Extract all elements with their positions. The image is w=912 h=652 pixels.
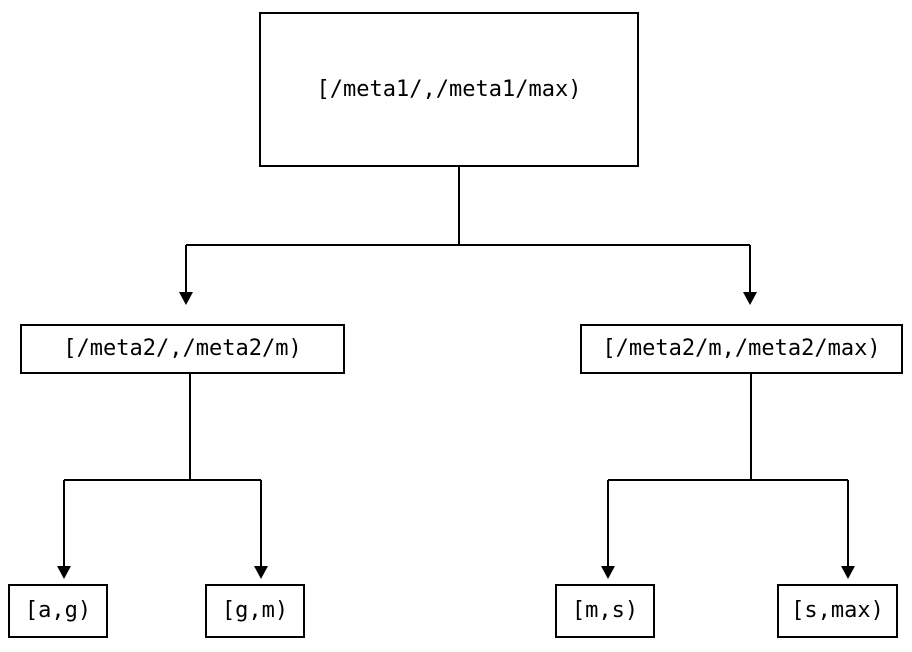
node-root[interactable]: [/meta1/,/meta1/max): [259, 12, 639, 167]
arrowhead-mid-left: [179, 292, 193, 305]
node-mid-left-label: [/meta2/,/meta2/m): [63, 336, 302, 361]
node-mid-right-label: [/meta2/m,/meta2/max): [602, 336, 881, 361]
arrowhead-leaf-smax: [841, 566, 855, 579]
node-leaf-s-max-label: [s,max): [791, 598, 884, 623]
arrowhead-leaf-ag: [57, 566, 71, 579]
node-leaf-m-s-label: [m,s): [571, 598, 639, 623]
node-leaf-a-g[interactable]: [a,g): [8, 584, 108, 638]
node-mid-right[interactable]: [/meta2/m,/meta2/max): [580, 324, 903, 374]
arrowhead-leaf-gm: [254, 566, 268, 579]
arrowhead-mid-right: [743, 292, 757, 305]
node-leaf-m-s[interactable]: [m,s): [555, 584, 655, 638]
node-leaf-s-max[interactable]: [s,max): [777, 584, 898, 638]
node-mid-left[interactable]: [/meta2/,/meta2/m): [20, 324, 345, 374]
node-leaf-g-m[interactable]: [g,m): [205, 584, 305, 638]
node-leaf-a-g-label: [a,g): [24, 598, 92, 623]
node-root-label: [/meta1/,/meta1/max): [316, 76, 582, 102]
arrowhead-leaf-ms: [601, 566, 615, 579]
node-leaf-g-m-label: [g,m): [221, 598, 289, 623]
